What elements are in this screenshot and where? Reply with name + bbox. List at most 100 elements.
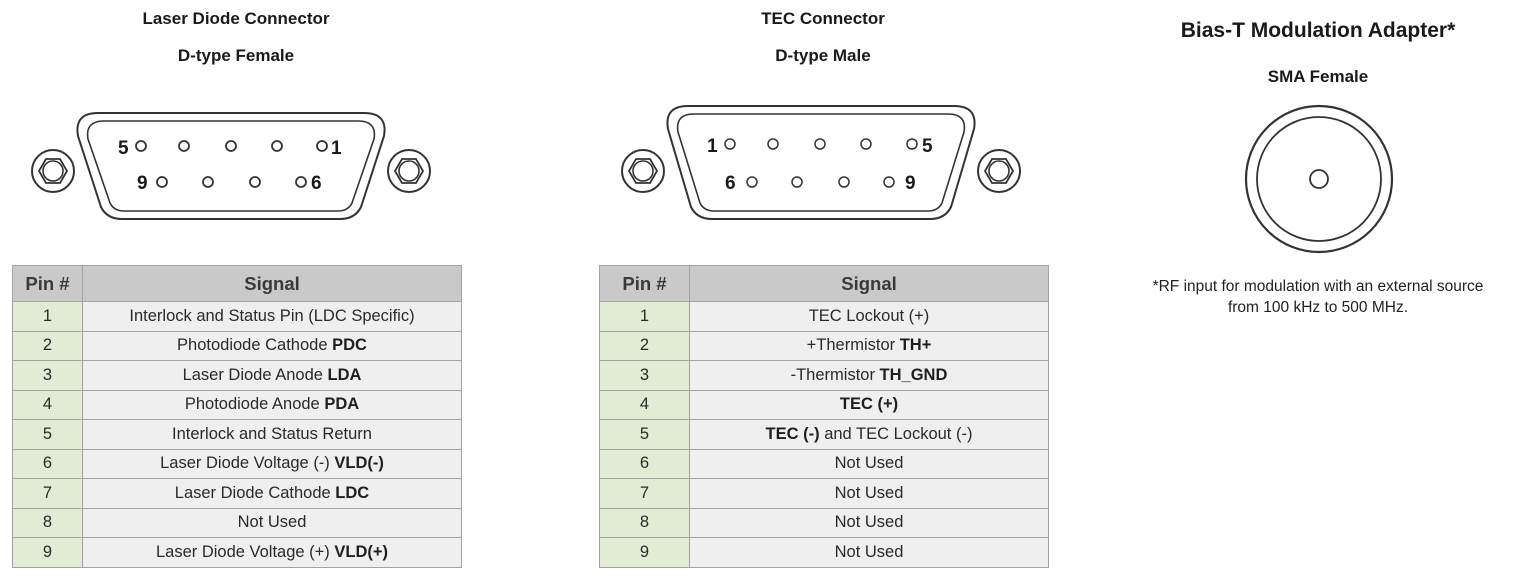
pin-number-cell: 3 [599, 360, 690, 391]
signal-cell: Not Used [82, 507, 462, 538]
pin-number-cell: 4 [12, 389, 83, 420]
laser-connector-subtitle: D-type Female [177, 46, 295, 65]
signal-cell: +Thermistor TH+ [689, 330, 1049, 361]
signal-abbrev: TH+ [899, 336, 932, 355]
signal-text: Photodiode Anode [184, 395, 325, 414]
pin-number-cell: 9 [12, 537, 83, 568]
tec-connector-subtitle: D-type Male [775, 46, 871, 65]
sma-center-pin [1309, 169, 1329, 189]
table-row: 7 Not Used [599, 478, 1049, 509]
sma-outer-ring [1244, 104, 1394, 254]
pin-number-cell: 5 [12, 419, 83, 450]
tec-left-screw-icon [621, 149, 665, 193]
laser-shell-outer [76, 112, 386, 220]
laser-pin-table-header: Pin # Signal [12, 265, 462, 302]
signal-text: Laser Diode Anode [182, 365, 328, 384]
signal-abbrev: TH_GND [879, 365, 948, 384]
laser-pin-label-9: 9 [137, 173, 148, 194]
table-row: 1 Interlock and Status Pin (LDC Specific) [12, 301, 462, 332]
signal-abbrev: PDC [332, 336, 367, 355]
tec-right-screw-icon [977, 149, 1021, 193]
signal-text: Laser Diode Cathode [174, 483, 336, 502]
laser-dsub-female-connector-diagram: 5 1 9 6 [31, 112, 431, 220]
table-row: 6 Not Used [599, 448, 1049, 479]
pin-number-cell: 4 [599, 389, 690, 420]
signal-cell: Laser Diode Voltage (-) VLD(-) [82, 448, 462, 479]
signal-cell: Interlock and Status Pin (LDC Specific) [82, 301, 462, 332]
table-row: 3 -Thermistor TH_GND [599, 360, 1049, 391]
signal-abbrev: TEC (+) [839, 395, 899, 414]
signal-cell: Not Used [689, 448, 1049, 479]
pin-number-cell: 9 [599, 537, 690, 568]
signal-text: Not Used [834, 454, 904, 473]
col-signal-header: Signal [689, 265, 1049, 302]
signal-abbrev: TEC (-) [765, 424, 820, 443]
table-row: 2 Photodiode Cathode PDC [12, 330, 462, 361]
biast-footnote-line1: *RF input for modulation with an externa… [1152, 278, 1484, 295]
sma-female-connector-diagram [1244, 104, 1394, 254]
tec-pins [724, 138, 918, 188]
tec-pin-label-6: 6 [725, 173, 736, 194]
biast-title: Bias-T Modulation Adapter* [1180, 19, 1456, 42]
signal-cell: Laser Diode Voltage (+) VLD(+) [82, 537, 462, 568]
signal-text: +Thermistor [806, 336, 900, 355]
pin-number-cell: 2 [12, 330, 83, 361]
signal-text: Laser Diode Voltage (-) [160, 454, 335, 473]
laser-pin-label-5: 5 [118, 138, 129, 159]
laser-shell-inner [86, 120, 376, 212]
tec-dsub-male-connector-diagram: 1 5 6 9 [621, 105, 1021, 220]
pin-number-cell: 6 [599, 448, 690, 479]
pin-number-cell: 7 [12, 478, 83, 509]
signal-text: Not Used [237, 513, 307, 532]
signal-text: Not Used [834, 542, 904, 561]
sma-inner-ring [1256, 116, 1382, 242]
signal-text: Interlock and Status Pin (LDC Specific) [129, 306, 415, 325]
signal-abbrev: VLD(+) [334, 542, 389, 561]
laser-pin-label-6: 6 [311, 173, 322, 194]
col-pin-header: Pin # [599, 265, 690, 302]
pin-number-cell: 2 [599, 330, 690, 361]
signal-cell: Not Used [689, 507, 1049, 538]
table-row: 8 Not Used [12, 507, 462, 538]
signal-cell: Not Used [689, 478, 1049, 509]
signal-text: Not Used [834, 483, 904, 502]
biast-subtitle: SMA Female [1267, 67, 1369, 86]
tec-pin-label-9: 9 [905, 173, 916, 194]
signal-text: Interlock and Status Return [172, 424, 372, 443]
signal-text: Photodiode Cathode [177, 336, 333, 355]
tec-pin-label-1: 1 [707, 136, 718, 157]
pin-number-cell: 8 [599, 507, 690, 538]
pin-number-cell: 1 [12, 301, 83, 332]
laser-pin-sockets [135, 140, 328, 188]
laser-right-screw-icon [387, 149, 431, 193]
signal-text: and TEC Lockout (-) [819, 424, 973, 443]
signal-cell: TEC (+) [689, 389, 1049, 420]
table-row: 5 TEC (-) and TEC Lockout (-) [599, 419, 1049, 450]
signal-abbrev: PDA [324, 395, 360, 414]
laser-connector-title: Laser Diode Connector [142, 9, 330, 28]
biast-footnote-line2: from 100 kHz to 500 MHz. [1227, 299, 1409, 316]
tec-shell-outer [666, 105, 976, 220]
table-row: 5 Interlock and Status Return [12, 419, 462, 450]
signal-abbrev: LDC [335, 483, 370, 502]
col-pin-header: Pin # [12, 265, 83, 302]
laser-pin-label-1: 1 [331, 138, 342, 159]
laser-left-screw-icon [31, 149, 75, 193]
pin-number-cell: 1 [599, 301, 690, 332]
pin-number-cell: 5 [599, 419, 690, 450]
pin-number-cell: 8 [12, 507, 83, 538]
signal-text: -Thermistor [790, 365, 880, 384]
signal-cell: Interlock and Status Return [82, 419, 462, 450]
tec-shell-inner [676, 113, 966, 212]
pin-number-cell: 7 [599, 478, 690, 509]
signal-abbrev: VLD(-) [334, 454, 384, 473]
table-row: 4 TEC (+) [599, 389, 1049, 420]
signal-cell: Photodiode Anode PDA [82, 389, 462, 420]
